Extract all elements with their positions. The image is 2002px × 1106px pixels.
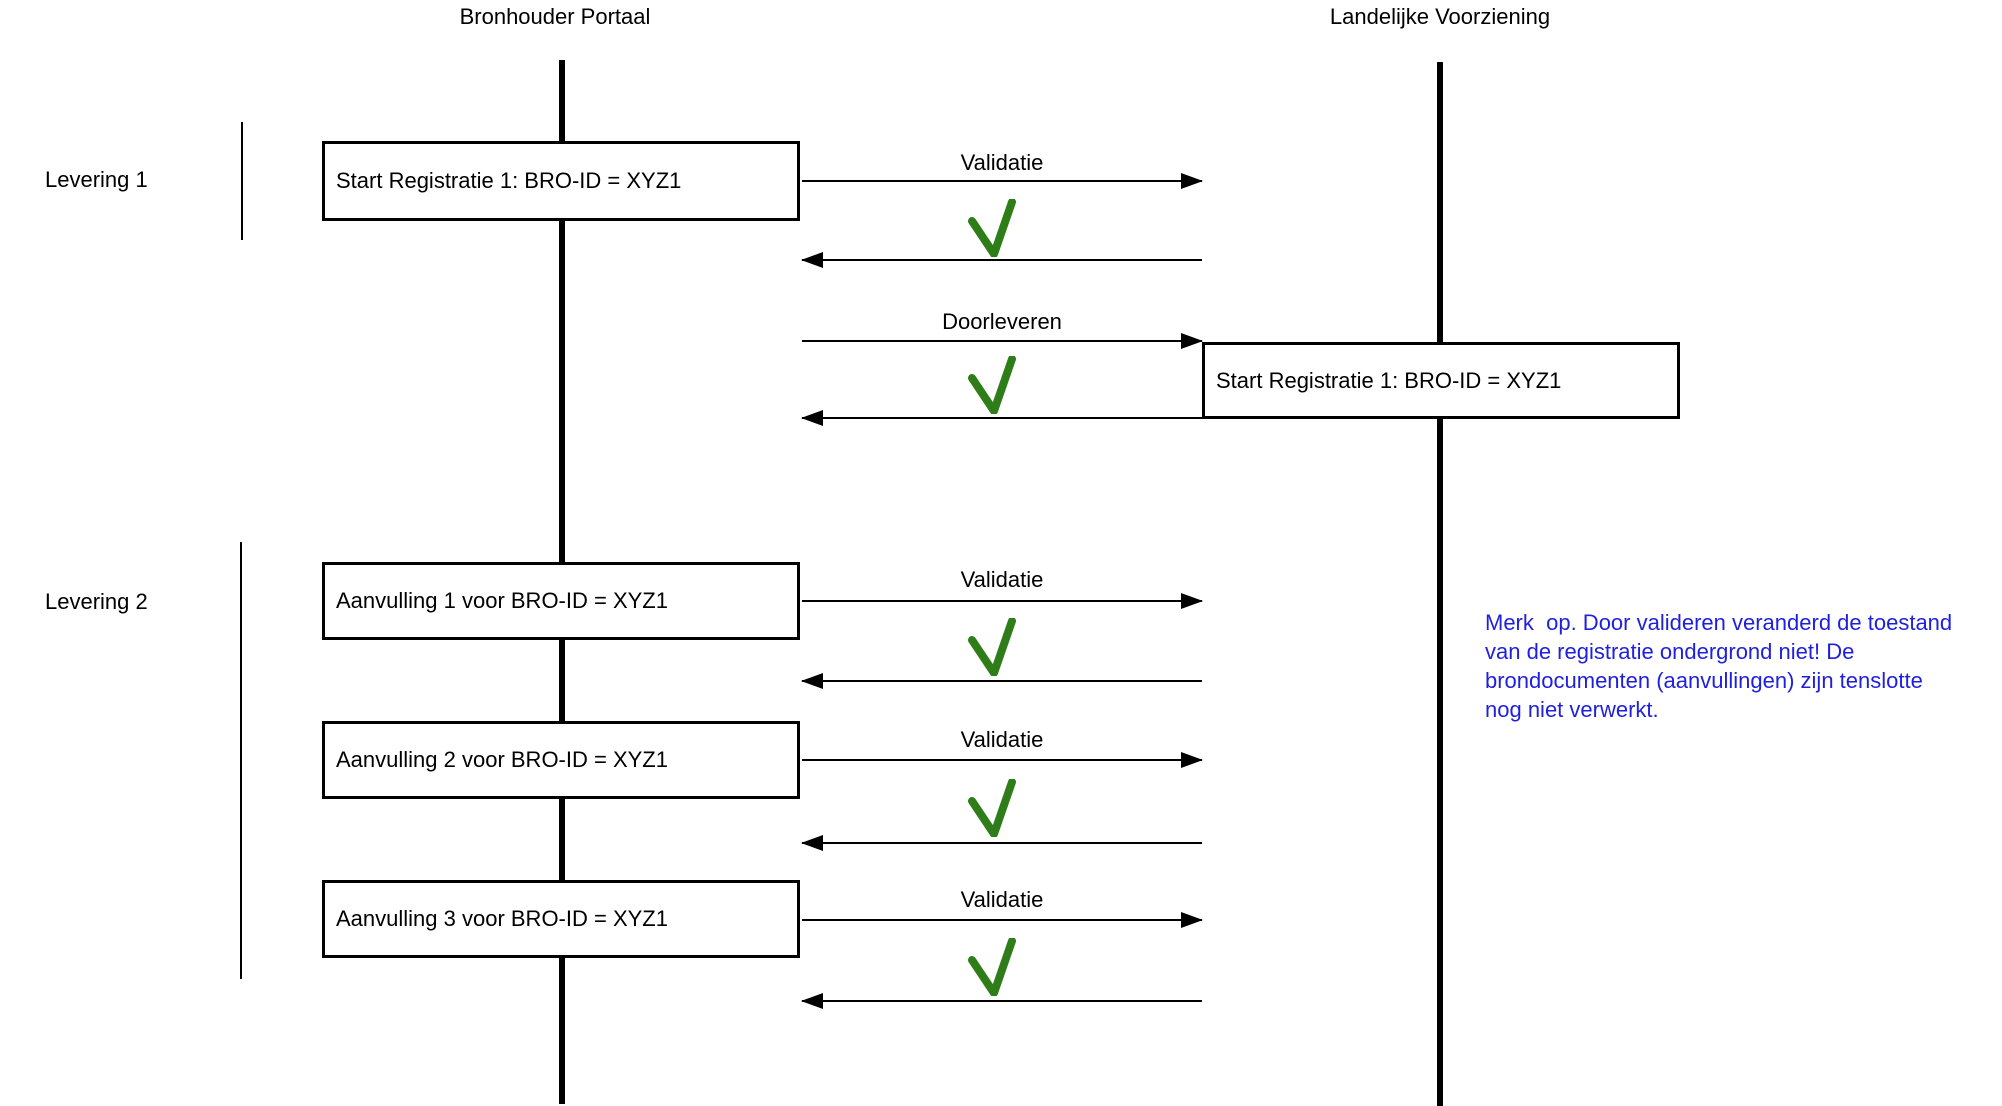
box-aanvulling-1-text: Aanvulling 1 voor BRO-ID = XYZ1 — [336, 588, 668, 613]
levering-1-label: Levering 1 — [45, 167, 148, 192]
validatie-request-arrow-3 — [802, 752, 1203, 768]
doorleveren-request-arrow — [802, 333, 1203, 349]
doorleveren-ok-checkmark — [968, 356, 1016, 414]
box-start-registratie-landelijke: Start Registratie 1: BRO-ID = XYZ1 — [1202, 342, 1680, 419]
doorleveren-response-arrow — [801, 410, 1202, 426]
validatie-label-3: Validatie — [960, 727, 1044, 752]
box-aanvulling-3-text: Aanvulling 3 voor BRO-ID = XYZ1 — [336, 906, 668, 931]
column-title-bronhouder-portaal: Bronhouder Portaal — [459, 4, 651, 29]
validatie-request-arrow-2 — [802, 593, 1203, 609]
levering-2-label: Levering 2 — [45, 589, 148, 614]
validatie-ok-checkmark-3 — [968, 779, 1016, 837]
box-start-registratie-bronhouder-text: Start Registratie 1: BRO-ID = XYZ1 — [336, 168, 682, 193]
lifeline-landelijke-voorziening — [1437, 62, 1443, 1106]
validatie-response-arrow-1 — [801, 252, 1202, 268]
box-aanvulling-3: Aanvulling 3 voor BRO-ID = XYZ1 — [322, 880, 800, 958]
validatie-response-arrow-4 — [801, 993, 1202, 1009]
validatie-request-arrow-4 — [802, 912, 1203, 928]
box-aanvulling-1: Aanvulling 1 voor BRO-ID = XYZ1 — [322, 562, 800, 640]
validatie-response-arrow-2 — [801, 673, 1202, 689]
column-title-landelijke-voorziening: Landelijke Voorziening — [1329, 4, 1551, 29]
validatie-ok-checkmark-1 — [968, 199, 1016, 257]
box-aanvulling-2: Aanvulling 2 voor BRO-ID = XYZ1 — [322, 721, 800, 799]
validatie-response-arrow-3 — [801, 835, 1202, 851]
validatie-label-4: Validatie — [960, 887, 1044, 912]
validatie-label-1: Validatie — [960, 150, 1044, 175]
validatie-request-arrow-1 — [802, 173, 1203, 189]
levering-2-bracket-line — [240, 542, 242, 979]
doorleveren-label: Doorleveren — [942, 309, 1062, 334]
note-text: Merk op. Door valideren veranderd de toe… — [1485, 610, 1953, 722]
levering-1-bracket-line — [241, 122, 243, 240]
box-start-registratie-bronhouder: Start Registratie 1: BRO-ID = XYZ1 — [322, 141, 800, 221]
box-aanvulling-2-text: Aanvulling 2 voor BRO-ID = XYZ1 — [336, 747, 668, 772]
box-start-registratie-landelijke-text: Start Registratie 1: BRO-ID = XYZ1 — [1216, 367, 1562, 393]
validatie-ok-checkmark-4 — [968, 938, 1016, 996]
validatie-ok-checkmark-2 — [968, 618, 1016, 676]
validatie-label-2: Validatie — [960, 567, 1044, 592]
